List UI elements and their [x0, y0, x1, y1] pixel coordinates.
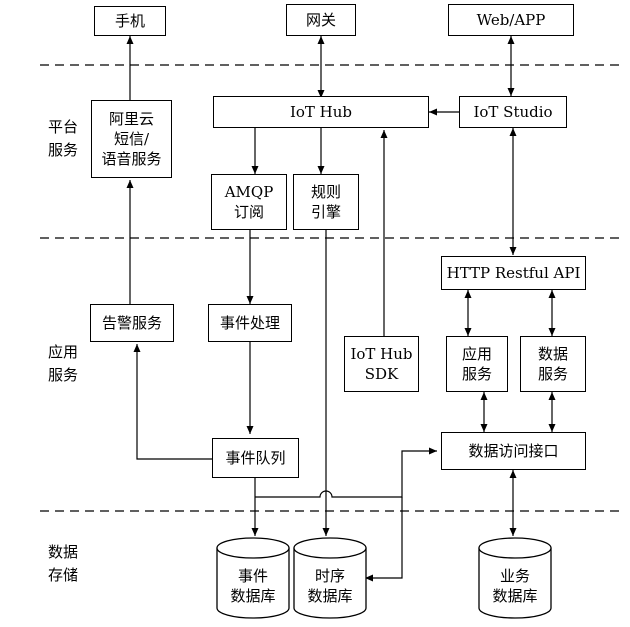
node-data-service: 数据 服务 — [520, 336, 586, 392]
node-app-service: 应用 服务 — [446, 336, 508, 392]
business-db-cylinder — [478, 537, 552, 619]
node-gateway: 网关 — [286, 4, 356, 36]
event-db-cylinder — [216, 537, 290, 619]
node-iot-studio: IoT Studio — [459, 96, 567, 128]
timeseries-db-cylinder — [293, 537, 367, 619]
node-iot-hub: IoT Hub — [213, 96, 429, 128]
node-alarm-service: 告警服务 — [90, 304, 174, 342]
edge-queue-to-alarm — [133, 344, 212, 460]
node-aliyun-sms: 阿里云 短信/ 语音服务 — [91, 100, 172, 178]
node-webapp: Web/APP — [448, 4, 574, 36]
section-label-application: 应用 服务 — [48, 343, 79, 384]
node-amqp: AMQP 订阅 — [211, 174, 287, 230]
node-phone: 手机 — [94, 6, 166, 36]
node-business-db: 业务 数据库 — [492, 567, 538, 606]
edge-access-to-tsdb — [365, 497, 403, 582]
node-event-processing: 事件处理 — [208, 304, 292, 342]
node-event-db: 事件 数据库 — [230, 567, 276, 606]
node-http-api: HTTP Restful API — [441, 256, 586, 290]
node-data-access: 数据访问接口 — [441, 432, 586, 470]
section-label-platform: 平台 服务 — [48, 118, 79, 159]
node-rule-engine: 规则 引擎 — [293, 174, 359, 230]
section-label-storage: 数据 存储 — [48, 543, 79, 584]
node-iot-hub-sdk: IoT Hub SDK — [344, 336, 419, 392]
edge-queue-to-access — [255, 447, 437, 498]
node-event-queue: 事件队列 — [212, 438, 299, 478]
node-timeseries-db: 时序 数据库 — [307, 567, 353, 606]
